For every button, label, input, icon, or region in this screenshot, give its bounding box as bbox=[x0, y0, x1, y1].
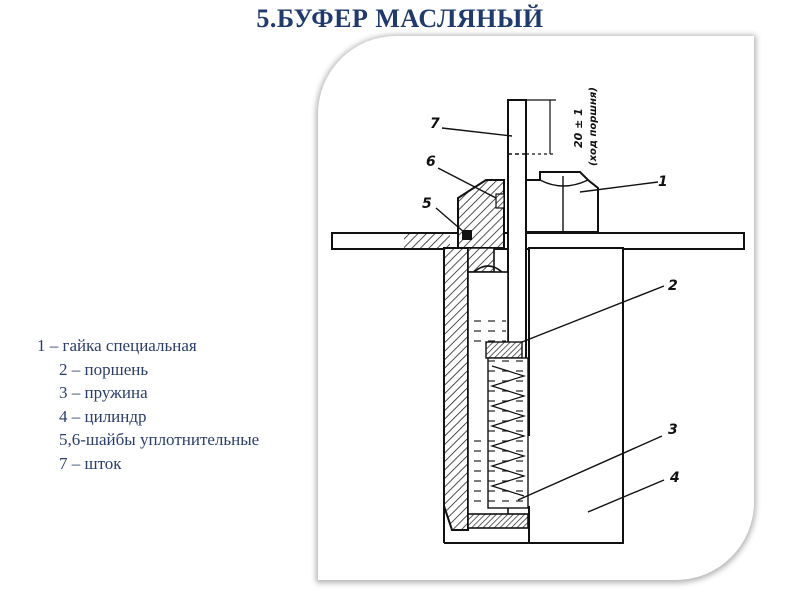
callout-7: 7 bbox=[430, 116, 440, 132]
spring-chamber bbox=[487, 357, 529, 509]
callout-3: 3 bbox=[668, 422, 678, 438]
oil-buffer-drawing: 7 6 5 1 2 3 4 20 ± 1 (ход поршня) bbox=[331, 87, 745, 544]
callout-1: 1 bbox=[658, 174, 668, 190]
callout-4: 4 bbox=[669, 470, 680, 486]
legend-item-4: 4 – цилиндр bbox=[59, 406, 147, 426]
slide-title: 5.БУФЕР МАСЛЯНЫЙ bbox=[256, 4, 544, 33]
oil-chamber bbox=[467, 265, 530, 529]
seal-washer bbox=[462, 230, 472, 240]
callout-6: 6 bbox=[426, 154, 436, 170]
cylinder-housing bbox=[468, 247, 624, 544]
support-plate bbox=[331, 232, 745, 250]
spring bbox=[489, 365, 527, 497]
legend-item-3: 3 – пружина bbox=[59, 383, 148, 402]
leader-lines bbox=[435, 127, 665, 513]
callout-5: 5 bbox=[422, 196, 432, 212]
legend-item-2: 2 – поршень bbox=[59, 359, 149, 379]
gland-nut bbox=[457, 171, 599, 273]
stroke-dimension: 20 ± 1 bbox=[572, 108, 585, 148]
legend-item-5: 5,6-шайбы уплотнительные bbox=[59, 430, 260, 449]
callout-2: 2 bbox=[668, 278, 678, 294]
parts-legend: 1 – гайка специальная 2 – поршень 3 – пр… bbox=[37, 334, 259, 475]
piston bbox=[485, 341, 523, 359]
legend-item-6: 7 – шток bbox=[59, 453, 122, 473]
stroke-dimension-note: (ход поршня) bbox=[588, 87, 599, 166]
legend-item-1: 1 – гайка специальная bbox=[37, 336, 197, 355]
piston-rod bbox=[507, 99, 556, 361]
